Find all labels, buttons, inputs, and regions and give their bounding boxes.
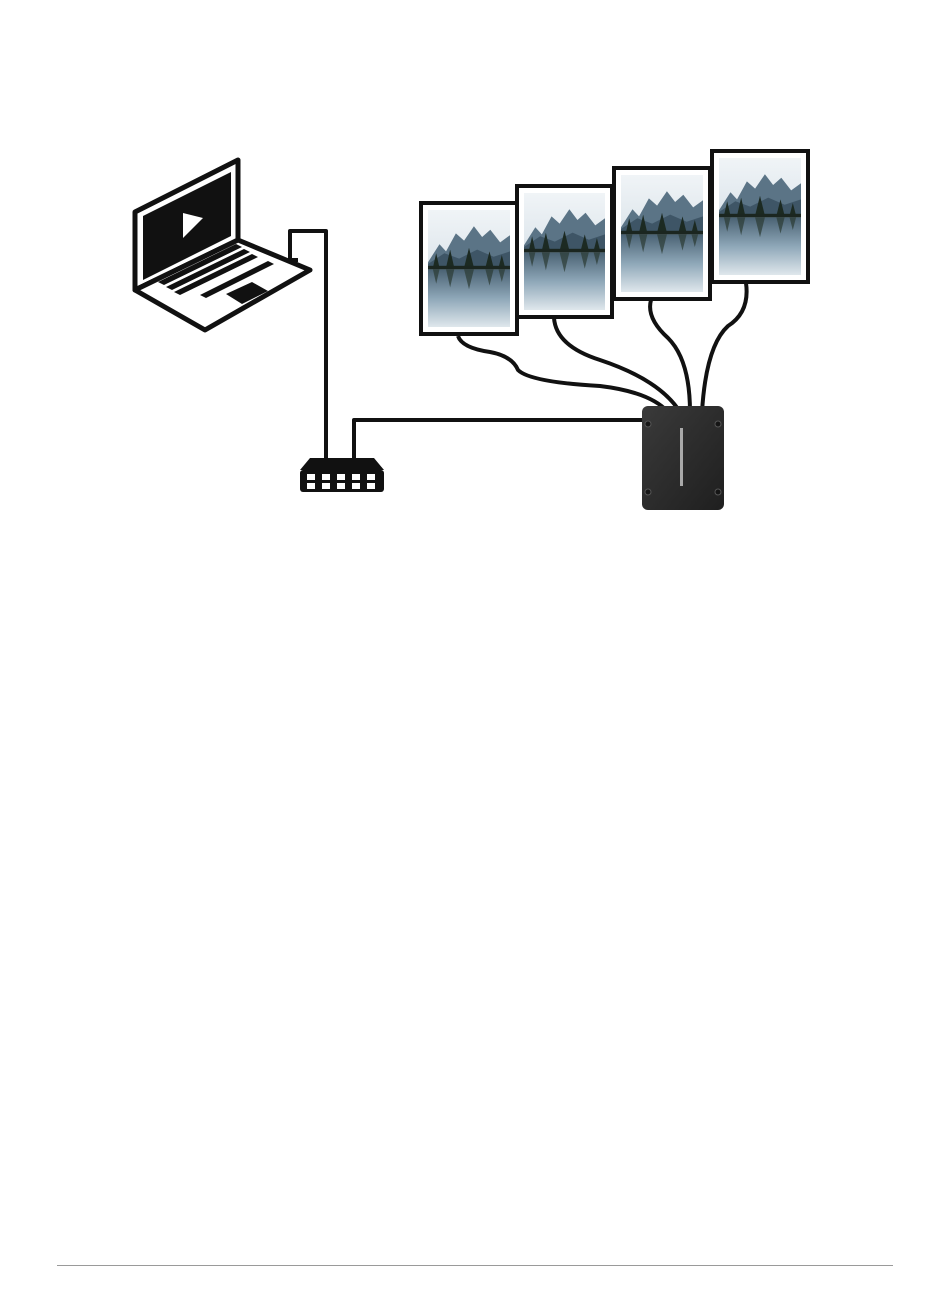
laptop-icon (135, 160, 310, 330)
cable-display-3 (650, 300, 690, 412)
footer-rule (57, 1265, 893, 1266)
display-2 (517, 186, 612, 317)
display-3 (614, 168, 710, 299)
cable-display-4 (702, 283, 747, 412)
cable-switch-to-controller (354, 420, 650, 462)
controller-box-icon (642, 406, 724, 510)
display-4 (712, 151, 808, 282)
network-switch-icon (300, 458, 384, 492)
display-1 (421, 203, 517, 334)
